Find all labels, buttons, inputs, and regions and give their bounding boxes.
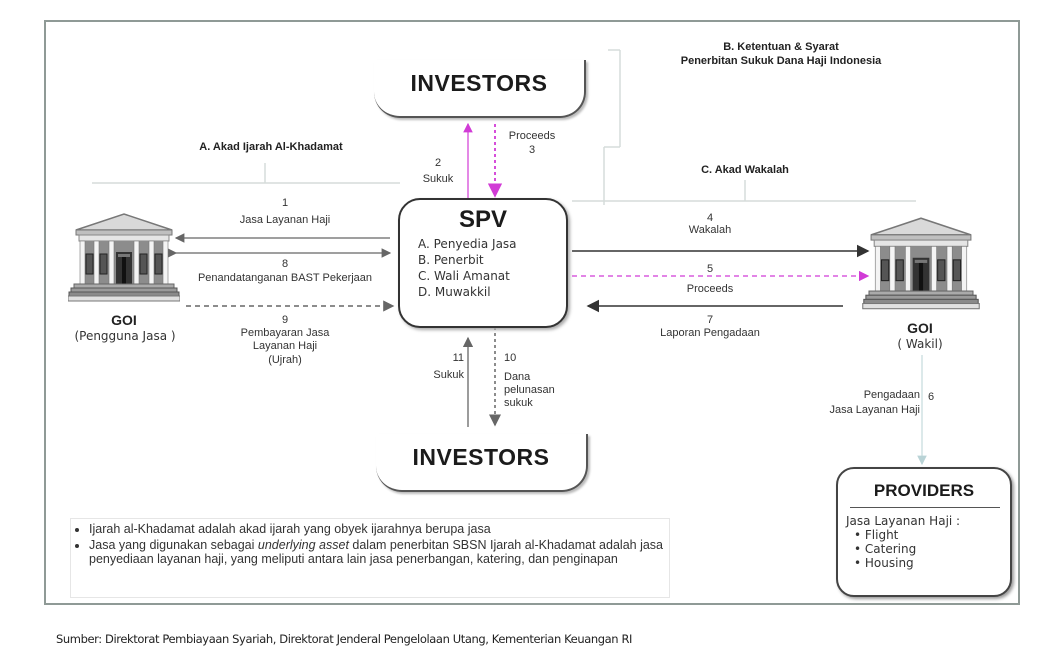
spv-role: D. Muwakkil (418, 285, 491, 299)
provider-item: • Housing (854, 556, 914, 570)
flow-5-num: 5 (706, 263, 714, 275)
flow-10-label-line1: Dana (504, 371, 531, 383)
note-emphasis: underlying asset (257, 537, 349, 552)
goi-left-subtitle: (Pengguna Jasa ) (74, 329, 176, 343)
providers-title: PROVIDERS (873, 481, 975, 500)
flow-11-label: Sukuk (433, 369, 464, 381)
providers-list: Jasa Layanan Haji : • Flight • Catering … (846, 514, 1010, 570)
flow-2-num: 2 (434, 157, 442, 169)
investors-bottom-node: INVESTORS (376, 434, 588, 492)
flow-6-label-line1: Pengadaan (863, 389, 920, 401)
flow-7-label: Laporan Pengadaan (660, 327, 760, 339)
spv-title: SPV (458, 206, 508, 233)
section-b-header-line1: B. Ketentuan & Syarat (723, 41, 839, 53)
spv-node: SPV A. Penyedia Jasa B. Penerbit C. Wali… (398, 198, 568, 328)
flow-9-label-line1: Pembayaran Jasa (240, 327, 330, 339)
note-item: Ijarah al-Khadamat adalah akad ijarah ya… (89, 522, 663, 537)
flow-8-num: 8 (281, 258, 289, 270)
notes-box: Ijarah al-Khadamat adalah akad ijarah ya… (70, 518, 670, 598)
flow-3-num: 3 (528, 144, 536, 156)
flow-10-label-line2: pelunasan (504, 384, 555, 396)
section-b-header-line2: Penerbitan Sukuk Dana Haji Indonesia (680, 55, 882, 67)
section-a-header: A. Akad Ijarah Al-Khadamat (199, 141, 343, 153)
flow-9-label-line3: (Ujrah) (268, 354, 302, 366)
spv-roles: A. Penyedia Jasa B. Penerbit C. Wali Ama… (418, 236, 566, 300)
section-c-bracket (572, 180, 916, 202)
providers-divider (850, 507, 1000, 508)
providers-subtitle: Jasa Layanan Haji : (846, 514, 961, 528)
flow-9-label-line2: Layanan Haji (252, 340, 318, 352)
spv-role: B. Penerbit (418, 253, 484, 267)
flow-5-label: Proceeds (686, 283, 734, 295)
government-building-icon (862, 217, 980, 310)
spv-role: C. Wali Amanat (418, 269, 510, 283)
section-a-bracket (92, 163, 400, 184)
flow-11-num: 11 (452, 352, 464, 364)
note-item: Jasa yang digunakan sebagai underlying a… (89, 538, 663, 567)
providers-node: PROVIDERS Jasa Layanan Haji : • Flight •… (836, 467, 1012, 597)
provider-item: • Catering (854, 542, 917, 556)
investors-bottom-label: INVESTORS (412, 444, 550, 470)
flow-1-label: Jasa Layanan Haji (239, 214, 331, 226)
goi-left-title: GOI (111, 312, 137, 328)
goi-right-title: GOI (907, 320, 933, 336)
flow-6-num: 6 (928, 391, 935, 403)
flow-2-label: Sukuk (422, 173, 454, 185)
section-b-bracket (603, 49, 621, 205)
spv-role: A. Penyedia Jasa (418, 237, 517, 251)
flow-7-num: 7 (706, 314, 714, 326)
flow-4-label: Wakalah (688, 224, 732, 236)
flow-8-label: Penandatanganan BAST Pekerjaan (197, 272, 373, 284)
flow-6-label-line2: Jasa Layanan Haji (829, 404, 920, 416)
government-building-icon (68, 213, 180, 302)
investors-top-label: INVESTORS (410, 70, 548, 96)
flow-3-label: Proceeds (508, 130, 556, 142)
flow-10-num: 10 (504, 352, 517, 364)
goi-right-subtitle: ( Wakil) (897, 337, 943, 351)
note-text: Jasa yang digunakan sebagai (89, 537, 258, 552)
flow-1-num: 1 (281, 197, 289, 209)
provider-item: • Flight (854, 528, 899, 542)
investors-top-node: INVESTORS (374, 60, 586, 118)
note-text: dalam penerbitan SBSN Ijarah al-Khadamat… (89, 537, 664, 567)
source-caption: Sumber: Direktorat Pembiayaan Syariah, D… (56, 632, 633, 646)
flow-10-label-line3: sukuk (504, 397, 533, 409)
section-c-header: C. Akad Wakalah (701, 164, 789, 176)
flow-4-num: 4 (706, 212, 714, 224)
flow-9-num: 9 (281, 314, 289, 326)
